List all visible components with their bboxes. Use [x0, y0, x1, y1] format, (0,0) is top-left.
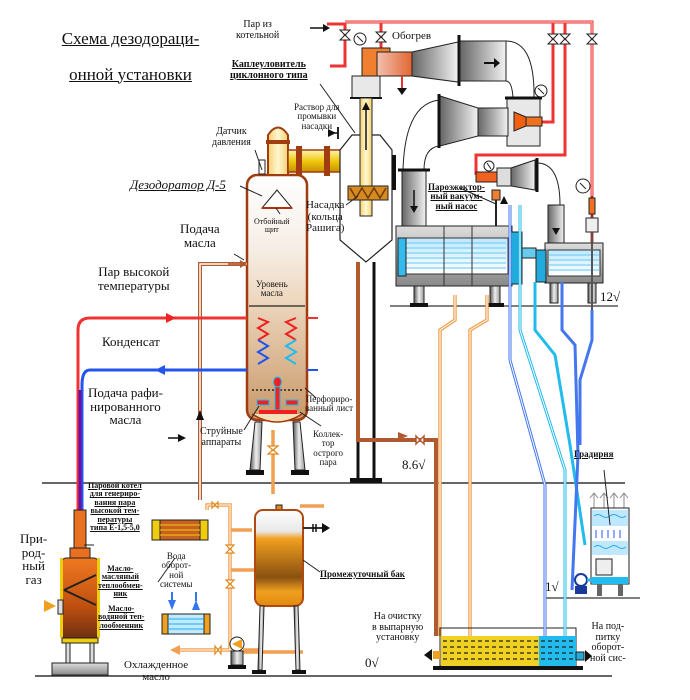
label-perforated-sheet: Перфориро- ванный лист	[305, 394, 354, 414]
leader-lines	[84, 83, 497, 546]
cooling-water-inner	[509, 205, 566, 636]
valve-icon	[585, 33, 599, 45]
label-condensate: Конденсат	[102, 334, 160, 349]
duct-to-condenser	[398, 168, 430, 227]
oil-water-heat-exchanger	[161, 592, 211, 635]
label-pressure-sensor: Датчик давления	[212, 126, 251, 148]
high-temp-steam-line	[76, 313, 318, 515]
label-deodorizer: Дезодоратор Д-5	[130, 177, 226, 192]
circulation-pump	[574, 573, 592, 594]
label-baffle: Отбойный щит	[254, 217, 290, 235]
valve-icon	[338, 29, 352, 41]
main-condenser	[395, 189, 537, 307]
oil-piping-inner	[180, 295, 488, 651]
label-cyclone-separator: Каплеуловитель циклонного типа	[230, 59, 308, 81]
label-high-temp-steam: Пар высокой температуры	[98, 264, 170, 293]
valve-icon	[374, 31, 388, 43]
label-steam-from-boiler: Пар из котельной	[236, 19, 280, 41]
label-recirc-water: Вода оборот- ной системы	[160, 551, 193, 590]
label-oil-water-exchanger: Масло- водяной теп- лообменник	[98, 604, 145, 630]
valve-icon	[398, 432, 425, 446]
label-refined-oil-feed: Подача рафи- нированного масла	[88, 385, 163, 428]
title-line-1: Схема дезодораци-	[61, 28, 200, 48]
arrow-steam-in	[310, 24, 330, 32]
label-live-steam-collector: Коллек- тор острого пара	[313, 429, 344, 468]
label-wash-solution: Раствор для промывки насадки	[294, 102, 340, 131]
title-line-2: онной установки	[69, 64, 192, 84]
label-oil-oil-exchanger: Масло- масляный теплообмен- ник	[98, 564, 143, 599]
label-boiler: Паровой котел для генериро- вания пара в…	[88, 481, 142, 532]
label-to-makeup: На под- питку оборот- ной сис-	[590, 621, 626, 664]
label-oil-level: Уровень масла	[256, 279, 288, 299]
level-mark-0: 0√	[365, 655, 379, 670]
diagram-title: Схема дезодораци- онной установки	[48, 12, 213, 101]
leader-line	[157, 557, 176, 583]
oil-feed-lines-inner	[199, 263, 247, 500]
valve-icon	[546, 33, 560, 45]
level-mark-8-6: 8.6√	[402, 457, 426, 472]
oil-pump	[228, 636, 246, 669]
label-oil-feed: Подача масла	[180, 221, 220, 250]
oil-oil-heat-exchanger	[151, 519, 209, 541]
condensate-line	[80, 365, 318, 515]
ejector-stage-2	[402, 94, 543, 171]
deodorizer-vessel	[245, 159, 309, 475]
label-to-cleaning: На очистку в выпарную установку	[372, 611, 424, 643]
label-natural-gas: При- род- ный газ	[20, 531, 48, 587]
label-intermediate-tank: Промежуточный бак	[320, 569, 405, 579]
oil-piping	[180, 295, 489, 660]
label-cooled-oil: Охлажденное масло	[124, 659, 189, 683]
cooling-tower	[589, 469, 630, 596]
label-heating: Обогрев	[392, 30, 432, 42]
steam-boiler	[44, 509, 109, 676]
label-packing: Насадка (кольца Рашига)	[306, 199, 345, 235]
valves-oil	[211, 445, 280, 656]
label-steam-ejector-pump: Пароэжектор- ный вакуум- ный насос	[428, 182, 485, 211]
level-mark-12: 12√	[600, 289, 621, 304]
valves-header	[338, 29, 599, 45]
cyclone-separator	[328, 75, 396, 483]
leader-line	[302, 559, 321, 573]
feed-arrows	[168, 260, 247, 442]
label-cooling-tower: Градирня	[574, 449, 614, 459]
level-mark-1: 1√	[545, 579, 559, 594]
hot-well-tank	[424, 627, 592, 670]
arrow-cooled-oil	[170, 645, 180, 655]
intermediate-tank	[252, 504, 330, 674]
valve-icon	[558, 33, 572, 45]
aux-condenser	[535, 196, 604, 310]
ejector-stage-1	[361, 35, 535, 99]
ejector-stage-3	[475, 158, 565, 244]
label-jet-devices: Струйные аппараты	[200, 426, 243, 448]
pressure-gauge-icon	[353, 32, 591, 194]
